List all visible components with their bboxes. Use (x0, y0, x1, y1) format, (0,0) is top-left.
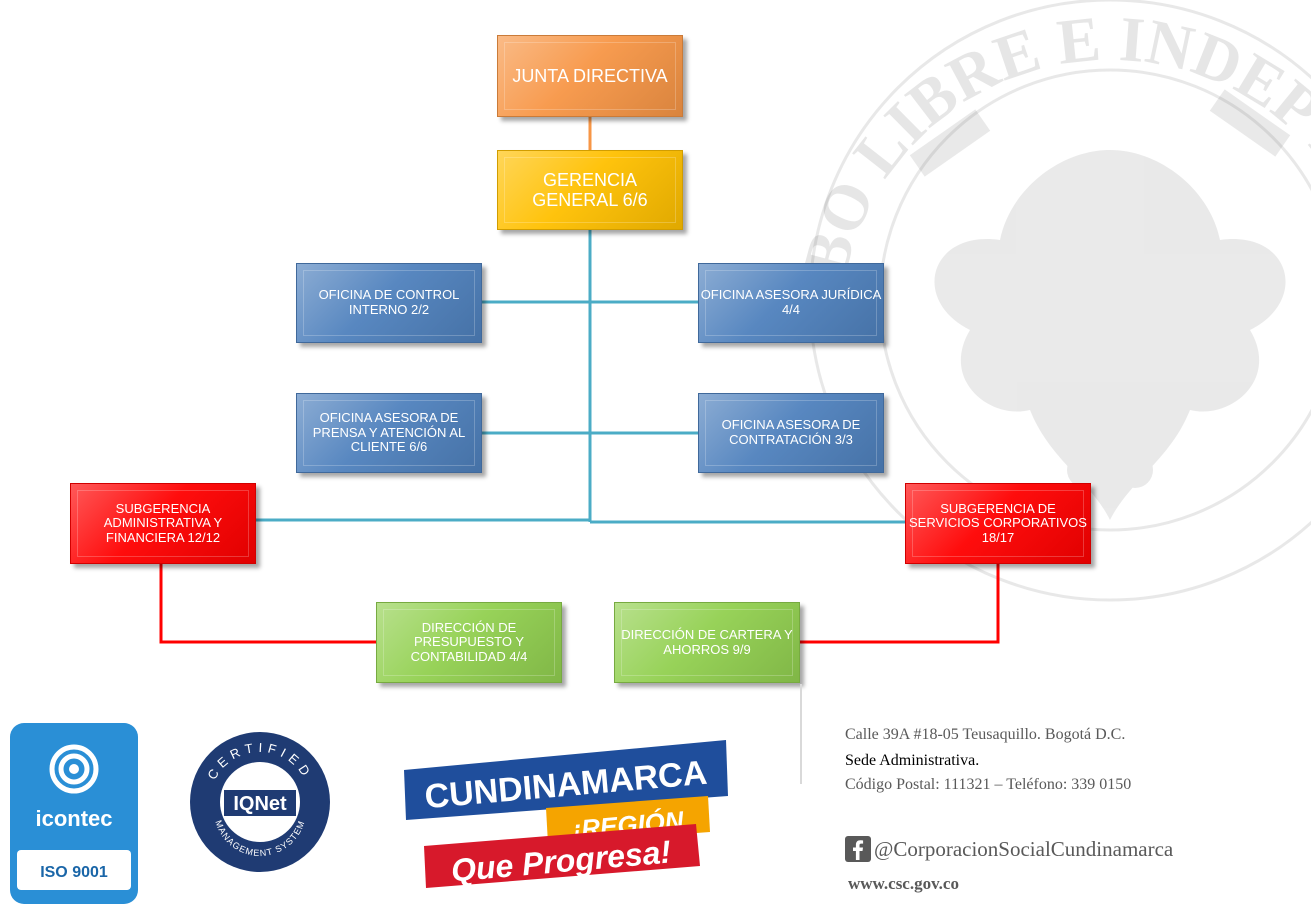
facebook-handle: @CorporacionSocialCundinamarca (874, 836, 1174, 861)
box-oficina-prensa: OFICINA ASESORA DE PRENSA Y ATENCIÓN AL … (296, 393, 482, 473)
icontec-symbol-icon (49, 744, 99, 794)
icontec-name: icontec (35, 806, 112, 831)
footer-postal: Código Postal: 111321 – Teléfono: 339 01… (845, 776, 1132, 793)
cundinamarca-logo: CUNDINAMARCA ¡REGIÓN Que Progresa! (404, 740, 728, 889)
footer-sede-label: Sede Administrativa (845, 752, 976, 769)
cartera-label: DIRECCIÓN DE CARTERA Y AHORROS 9/9 (621, 626, 793, 657)
footer-address: Calle 39A #18-05 Teusaquillo. Bogotá D.C… (845, 726, 1126, 743)
contratacion-label: OFICINA ASESORA DE CONTRATACIÓN 3/3 (721, 417, 861, 447)
sub-servicios-label: SUBGERENCIA DE SERVICIOS CORPORATIVOS 18… (909, 500, 1087, 545)
iqnet-name: IQNet (233, 793, 287, 815)
box-direccion-presupuesto: DIRECCIÓN DE PRESUPUESTO Y CONTABILIDAD … (376, 602, 562, 683)
control-interno-label: OFICINA DE CONTROL INTERNO 2/2 (318, 287, 460, 317)
juridica-label: OFICINA ASESORA JURÍDICA 4/4 (700, 287, 882, 317)
box-oficina-control-interno: OFICINA DE CONTROL INTERNO 2/2 (296, 263, 482, 343)
connector-subadmin-presupuesto (159, 564, 376, 644)
footer-website[interactable]: www.csc.gov.co (848, 874, 959, 893)
eagle-seal-icon (909, 89, 1291, 520)
sub-admin-label: SUBGERENCIA ADMINISTRATIVA Y FINANCIERA … (103, 500, 223, 545)
icontec-iso: ISO 9001 (40, 864, 108, 881)
iqnet-logo: CERTIFIED MANAGEMENT SYSTEM IQNet (190, 732, 330, 872)
facebook-icon (845, 836, 871, 862)
presupuesto-label: DIRECCIÓN DE PRESUPUESTO Y CONTABILIDAD … (410, 619, 528, 664)
box-oficina-juridica: OFICINA ASESORA JURÍDICA 4/4 (698, 263, 884, 343)
prensa-label: OFICINA ASESORA DE PRENSA Y ATENCIÓN AL … (312, 410, 466, 455)
footer-sede-dot: . (975, 752, 980, 769)
footer-separator (800, 684, 802, 784)
gerencia-label: GERENCIA GENERAL 6/6 (532, 169, 648, 210)
junta-label: JUNTA DIRECTIVA (512, 65, 668, 86)
footer-sede: Sede Administrativa. (845, 752, 979, 770)
footer-facebook[interactable]: @CorporacionSocialCundinamarca (845, 836, 1173, 862)
box-oficina-contratacion: OFICINA ASESORA DE CONTRATACIÓN 3/3 (698, 393, 884, 473)
box-direccion-cartera: DIRECCIÓN DE CARTERA Y AHORROS 9/9 (614, 602, 800, 683)
box-subgerencia-servicios: SUBGERENCIA DE SERVICIOS CORPORATIVOS 18… (905, 483, 1091, 564)
icontec-logo: icontec ISO 9001 (10, 723, 138, 904)
connector-subservicios-cartera (800, 564, 1000, 644)
box-junta-directiva: JUNTA DIRECTIVA (497, 35, 683, 117)
box-gerencia-general: GERENCIA GENERAL 6/6 (497, 150, 683, 230)
box-subgerencia-administrativa: SUBGERENCIA ADMINISTRATIVA Y FINANCIERA … (70, 483, 256, 564)
